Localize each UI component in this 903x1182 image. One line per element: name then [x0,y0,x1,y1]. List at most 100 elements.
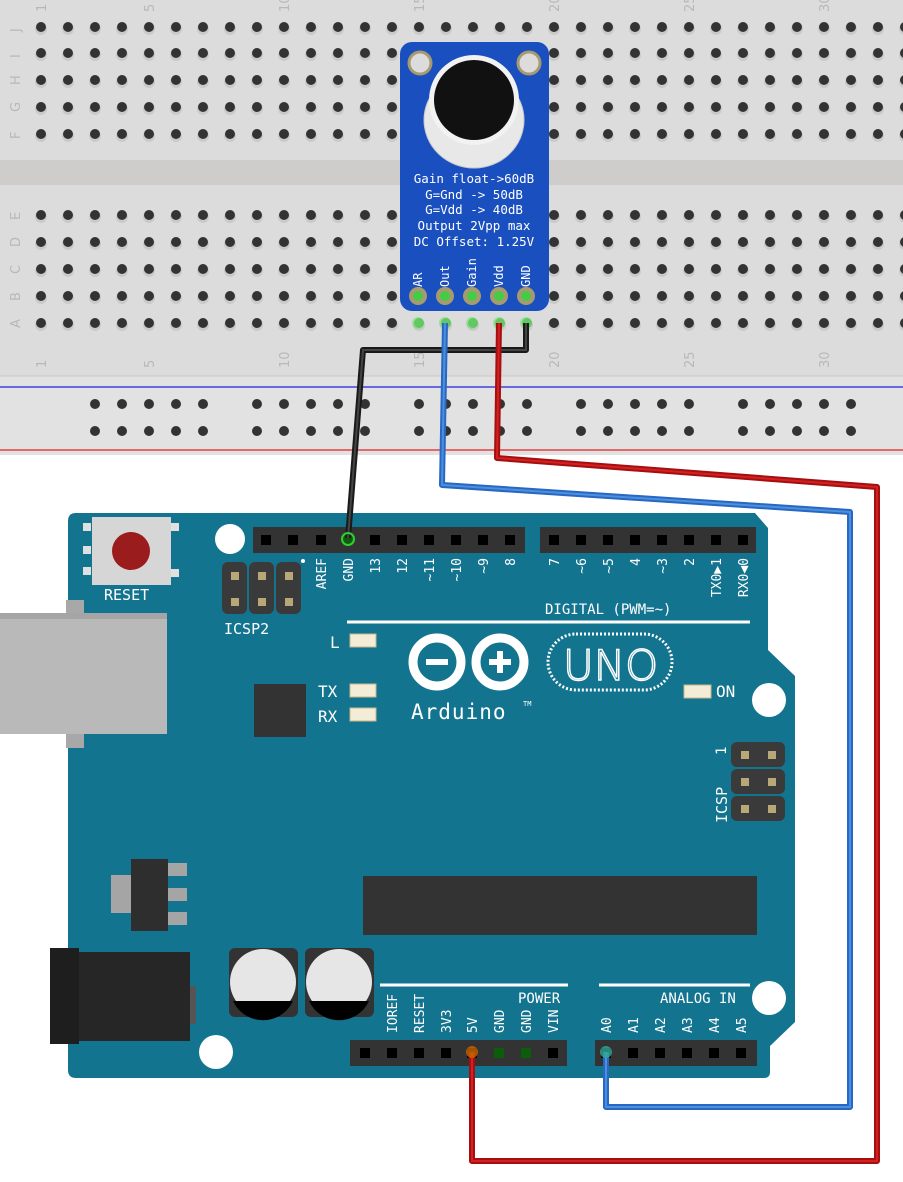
power-rail-hole[interactable] [279,426,289,436]
breadboard-hole[interactable] [846,291,856,301]
breadboard-hole[interactable] [657,129,667,139]
breadboard-hole[interactable] [468,22,478,32]
breadboard-hole[interactable] [765,48,775,58]
breadboard-hole[interactable] [90,102,100,112]
breadboard-hole[interactable] [657,318,667,328]
breadboard-hole[interactable] [792,318,802,328]
icsp-pin[interactable] [741,805,749,813]
breadboard-hole[interactable] [333,318,343,328]
breadboard-hole[interactable] [360,102,370,112]
breadboard-hole[interactable] [360,75,370,85]
breadboard-hole[interactable] [765,22,775,32]
breadboard-hole[interactable] [846,102,856,112]
power-rail-hole[interactable] [144,426,154,436]
breadboard-hole[interactable] [765,75,775,85]
breadboard-hole[interactable] [630,210,640,220]
breadboard-hole[interactable] [576,22,586,32]
breadboard-hole[interactable] [684,22,694,32]
breadboard-hole[interactable] [252,48,262,58]
digital-pin[interactable] [711,535,721,545]
breadboard-hole[interactable] [387,264,397,274]
breadboard-hole[interactable] [198,48,208,58]
breadboard-hole[interactable] [279,264,289,274]
breadboard-hole[interactable] [873,210,883,220]
power-rail-hole[interactable] [414,399,424,409]
breadboard-hole[interactable] [738,129,748,139]
breadboard-hole[interactable] [765,102,775,112]
breadboard-hole[interactable] [603,102,613,112]
breadboard-hole[interactable] [36,102,46,112]
digital-pin[interactable] [478,535,488,545]
breadboard-hole[interactable] [846,318,856,328]
breadboard-hole[interactable] [603,22,613,32]
breadboard-hole[interactable] [198,291,208,301]
breadboard-hole[interactable] [279,318,289,328]
breadboard-hole[interactable] [63,129,73,139]
breadboard-hole[interactable] [819,210,829,220]
breadboard-hole[interactable] [63,318,73,328]
breadboard-hole[interactable] [306,48,316,58]
breadboard-hole[interactable] [603,318,613,328]
power-rail-hole[interactable] [360,426,370,436]
breadboard-hole[interactable] [360,129,370,139]
breadboard-hole[interactable] [900,210,903,220]
power-rail-hole[interactable] [117,426,127,436]
digital-pin[interactable] [657,535,667,545]
power-rail-hole[interactable] [819,399,829,409]
breadboard-hole[interactable] [387,291,397,301]
breadboard-hole[interactable] [117,22,127,32]
breadboard-hole[interactable] [765,291,775,301]
breadboard-hole[interactable] [603,291,613,301]
breadboard-hole[interactable] [603,264,613,274]
power-pin[interactable] [548,1048,558,1058]
power-rail-hole[interactable] [765,399,775,409]
power-rail-hole[interactable] [792,426,802,436]
breadboard-hole[interactable] [549,48,559,58]
breadboard-hole[interactable] [306,75,316,85]
breadboard-hole[interactable] [873,237,883,247]
power-rail-hole[interactable] [846,426,856,436]
breadboard-hole[interactable] [36,48,46,58]
breadboard-hole[interactable] [171,264,181,274]
icsp-pin[interactable] [768,751,776,759]
breadboard-hole[interactable] [576,48,586,58]
breadboard-hole[interactable] [306,210,316,220]
breadboard-hole[interactable] [684,48,694,58]
breadboard-hole[interactable] [36,318,46,328]
breadboard-hole[interactable] [306,129,316,139]
breadboard-hole[interactable] [765,237,775,247]
icsp2-pin[interactable] [231,598,239,606]
breadboard-hole[interactable] [225,210,235,220]
breadboard-hole[interactable] [63,291,73,301]
breadboard-hole[interactable] [144,22,154,32]
breadboard-hole[interactable] [36,237,46,247]
power-rail-hole[interactable] [819,426,829,436]
breadboard-hole[interactable] [198,237,208,247]
breadboard-hole[interactable] [792,75,802,85]
breadboard-hole[interactable] [630,129,640,139]
breadboard-hole[interactable] [576,318,586,328]
icsp-pin[interactable] [741,778,749,786]
breadboard-hole[interactable] [873,22,883,32]
breadboard-hole[interactable] [657,22,667,32]
breadboard-hole[interactable] [630,291,640,301]
breadboard-hole[interactable] [711,75,721,85]
breadboard-hole[interactable] [144,210,154,220]
breadboard-hole[interactable] [63,22,73,32]
digital-pin[interactable] [424,535,434,545]
power-rail-hole[interactable] [252,426,262,436]
breadboard-hole[interactable] [603,237,613,247]
power-rail-hole[interactable] [684,399,694,409]
breadboard-hole[interactable] [819,264,829,274]
breadboard-hole[interactable] [90,264,100,274]
breadboard-hole[interactable] [576,264,586,274]
power-pin[interactable] [521,1048,531,1058]
breadboard-hole[interactable] [333,291,343,301]
breadboard-hole[interactable] [36,75,46,85]
breadboard-hole[interactable] [387,318,397,328]
power-rail-hole[interactable] [306,399,316,409]
breadboard-hole[interactable] [117,102,127,112]
digital-pin[interactable] [684,535,694,545]
breadboard-hole[interactable] [657,264,667,274]
breadboard-hole[interactable] [819,22,829,32]
